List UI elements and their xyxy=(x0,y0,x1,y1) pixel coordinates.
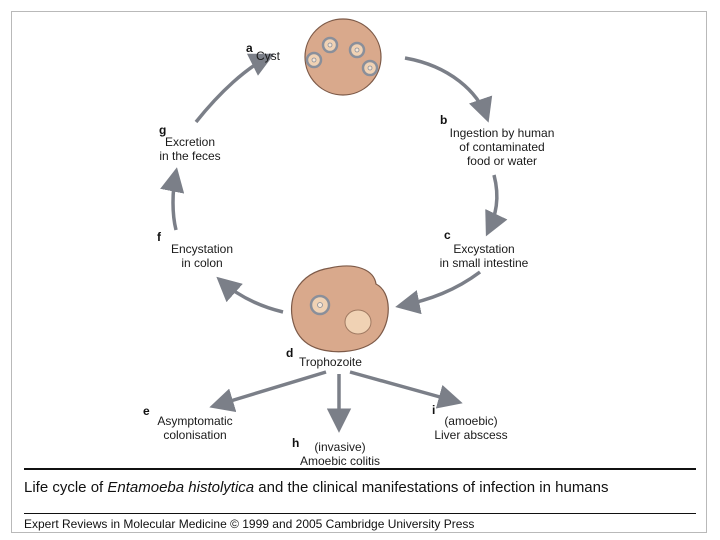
label-asymptomatic-line-2: colonisation xyxy=(163,428,227,442)
label-letter-c: c xyxy=(444,228,451,242)
figure-frame xyxy=(11,11,707,533)
label-asymptomatic: Asymptomatic colonisation xyxy=(140,414,250,442)
label-amoebic-colitis: (invasive) Amoebic colitis xyxy=(285,440,395,468)
caption-prefix: Life cycle of xyxy=(24,479,108,496)
arrow-a-to-b xyxy=(404,56,493,123)
caption-bottom-rule xyxy=(24,513,696,514)
label-letter-d: d xyxy=(286,346,294,360)
label-ingestion-line-3: food or water xyxy=(466,154,538,168)
label-excretion-line-1: Excretion xyxy=(164,135,216,149)
label-cyst: Cyst xyxy=(256,49,280,63)
label-ingestion-line-1: Ingestion by human xyxy=(449,126,555,140)
arrow-c-to-d xyxy=(395,270,482,315)
label-amoebic-colitis-line-1: (invasive) xyxy=(314,440,366,454)
figure-caption: Life cycle of Entamoeba histolytica and … xyxy=(24,479,694,496)
cyst-nucleus-2 xyxy=(348,41,366,59)
arrow-d-to-f xyxy=(216,276,284,314)
label-letter-b: b xyxy=(440,113,448,127)
arrow-g-to-a xyxy=(194,53,275,124)
figure-source: Expert Reviews in Molecular Medicine © 1… xyxy=(24,517,475,531)
arrow-f-to-g xyxy=(160,167,185,231)
label-excystation: Excystation in small intestine xyxy=(424,242,544,270)
label-letter-i: i xyxy=(432,403,436,417)
food-vacuole xyxy=(344,309,372,335)
label-excretion: Excretion in the feces xyxy=(145,135,235,163)
label-ingestion: Ingestion by human of contaminated food … xyxy=(432,126,572,168)
cyst-nucleus-3 xyxy=(305,51,323,69)
caption-top-rule xyxy=(24,468,696,470)
caption-suffix: and the clinical manifestations of infec… xyxy=(254,479,609,496)
label-encystation-line-2: in colon xyxy=(181,256,223,270)
label-letter-g: g xyxy=(159,123,167,137)
cyst-nucleus-4 xyxy=(361,59,379,77)
trophozoite-cell xyxy=(290,265,389,353)
label-amoebic-colitis-line-2: Amoebic colitis xyxy=(299,454,381,468)
label-liver-abscess-line-2: Liver abscess xyxy=(434,428,508,442)
arrow-d-to-i xyxy=(349,370,463,409)
label-letter-e: e xyxy=(143,404,150,418)
label-excystation-line-1: Excystation xyxy=(453,242,515,256)
label-ingestion-line-2: of contaminated xyxy=(459,140,545,154)
label-encystation: Encystation in colon xyxy=(152,242,252,270)
trophozoite-nucleus xyxy=(309,294,331,316)
label-excretion-line-2: in the feces xyxy=(159,149,221,163)
label-trophozoite: Trophozoite xyxy=(299,355,362,369)
label-letter-f: f xyxy=(157,230,161,244)
label-asymptomatic-line-1: Asymptomatic xyxy=(157,414,233,428)
label-excystation-line-2: in small intestine xyxy=(439,256,529,270)
cyst-nucleus-1 xyxy=(321,36,339,54)
cyst-cell xyxy=(304,18,382,96)
label-liver-abscess: (amoebic) Liver abscess xyxy=(426,414,516,442)
label-liver-abscess-line-1: (amoebic) xyxy=(444,414,498,428)
arrow-b-to-c xyxy=(485,174,508,237)
arrow-d-to-e xyxy=(209,370,327,413)
label-letter-h: h xyxy=(292,436,300,450)
label-encystation-line-1: Encystation xyxy=(170,242,234,256)
label-letter-a: a xyxy=(246,41,253,55)
caption-species: Entamoeba histolytica xyxy=(107,479,255,496)
